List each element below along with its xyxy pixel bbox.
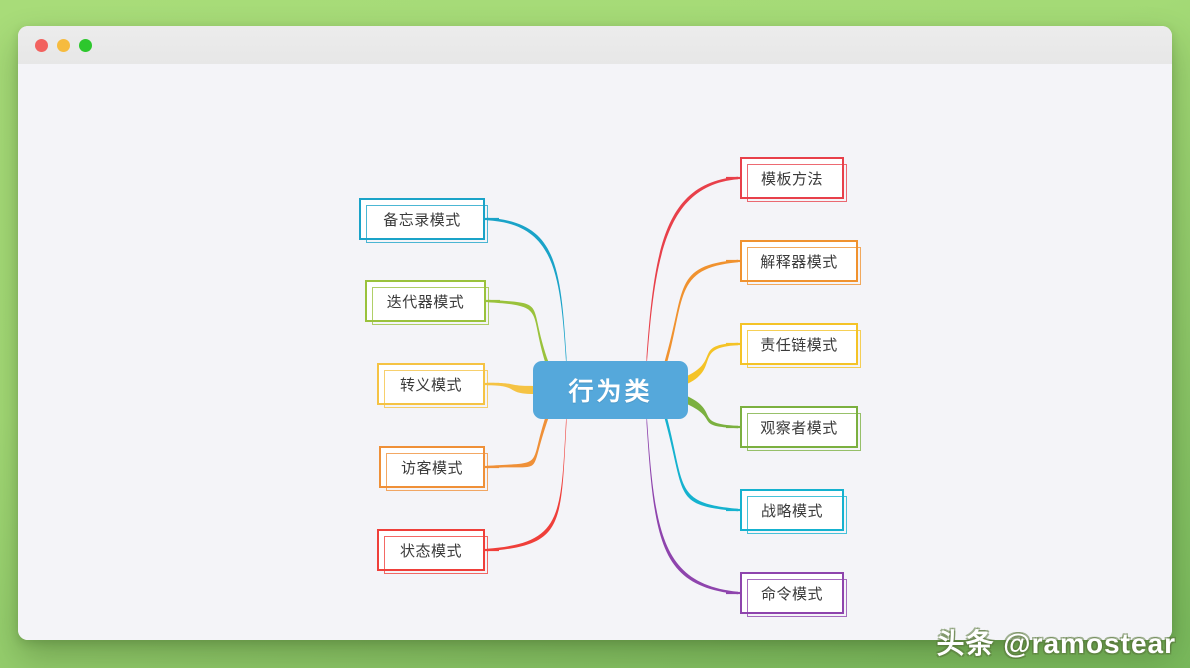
mindmap-node-right-5[interactable]: 命令模式 (740, 572, 847, 617)
mindmap-node-right-0[interactable]: 模板方法 (740, 157, 847, 202)
minimize-button[interactable] (57, 39, 70, 52)
mindmap-node-label: 状态模式 (399, 542, 462, 560)
mindmap-canvas[interactable]: 行为类 备忘录模式迭代器模式转义模式访客模式状态模式 模板方法解释器模式责任链模式观… (18, 64, 1172, 640)
mindmap-edge-right-0 (646, 176, 738, 369)
mindmap-node-left-3[interactable]: 访客模式 (379, 446, 488, 491)
mindmap-edge-right-3 (687, 396, 738, 429)
watermark: 头条 @ramostear (936, 628, 1176, 659)
mindmap-edge-right-4 (664, 408, 738, 512)
mindmap-node-right-4[interactable]: 战略模式 (740, 489, 847, 534)
mindmap-node-label: 备忘录模式 (383, 211, 461, 229)
mindmap-node-right-1[interactable]: 解释器模式 (740, 240, 861, 285)
mindmap-node-label: 模板方法 (760, 170, 823, 188)
mindmap-edge-left-4 (487, 411, 567, 552)
mindmap-root-node[interactable]: 行为类 (533, 361, 688, 419)
mindmap-node-label: 战略模式 (760, 502, 823, 520)
mindmap-edge-left-0 (487, 217, 567, 369)
mindmap-node-left-1[interactable]: 迭代器模式 (365, 280, 489, 325)
maximize-button[interactable] (79, 39, 92, 52)
mindmap-node-label: 观察者模式 (760, 419, 838, 437)
mindmap-edge-right-1 (664, 259, 738, 372)
window-titlebar (18, 26, 1172, 65)
mindmap-node-right-3[interactable]: 观察者模式 (740, 406, 861, 451)
mindmap-edge-left-2 (487, 382, 534, 394)
mindmap-node-label: 解释器模式 (760, 253, 838, 271)
mindmap-edge-right-2 (687, 342, 738, 384)
mindmap-node-right-2[interactable]: 责任链模式 (740, 323, 861, 368)
mindmap-node-left-2[interactable]: 转义模式 (377, 363, 488, 408)
mindmap-edge-right-5 (646, 411, 738, 595)
app-window: 行为类 备忘录模式迭代器模式转义模式访客模式状态模式 模板方法解释器模式责任链模式观… (18, 26, 1172, 640)
mindmap-edges (485, 176, 740, 595)
mindmap-node-left-4[interactable]: 状态模式 (377, 529, 488, 574)
mindmap-node-left-0[interactable]: 备忘录模式 (359, 198, 488, 243)
mindmap-node-label: 迭代器模式 (386, 293, 465, 311)
traffic-lights (35, 39, 92, 52)
mindmap-node-label: 访客模式 (400, 459, 463, 477)
mindmap: 行为类 备忘录模式迭代器模式转义模式访客模式状态模式 模板方法解释器模式责任链模式观… (18, 64, 1172, 640)
mindmap-node-label: 转义模式 (399, 376, 462, 394)
mindmap-node-label: 责任链模式 (760, 336, 838, 354)
close-button[interactable] (35, 39, 48, 52)
mindmap-node-label: 命令模式 (760, 585, 823, 603)
